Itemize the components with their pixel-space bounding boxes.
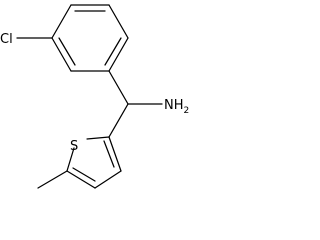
- ring-bond: [51, 37, 72, 72]
- aryl-to-methine-bond: [108, 70, 129, 105]
- amine-subscript: 2: [184, 106, 190, 116]
- ring-double-bond: [103, 140, 115, 168]
- ring-bond: [66, 170, 96, 189]
- chlorine-label: Cl: [0, 32, 13, 47]
- ring-bond: [94, 170, 122, 189]
- ring-double-bond: [72, 167, 96, 182]
- benzene-ring: [51, 4, 129, 72]
- ring-bond: [86, 136, 110, 140]
- thiophene-ring: [66, 136, 122, 189]
- ring-bond: [108, 37, 129, 72]
- methine-to-thiophene-bond: [108, 103, 129, 138]
- molecule-diagram: Cl NH2 S: [0, 4, 189, 189]
- ring-double-bond: [104, 37, 122, 66]
- methyl-bond: [37, 170, 68, 189]
- sulfur-label: S: [70, 139, 78, 154]
- ring-bond: [108, 136, 122, 172]
- ring-bond: [51, 4, 72, 39]
- ring-bond: [108, 4, 129, 39]
- ring-bond: [66, 147, 75, 172]
- ring-double-bond: [58, 37, 76, 66]
- amine-label: NH2: [164, 98, 189, 116]
